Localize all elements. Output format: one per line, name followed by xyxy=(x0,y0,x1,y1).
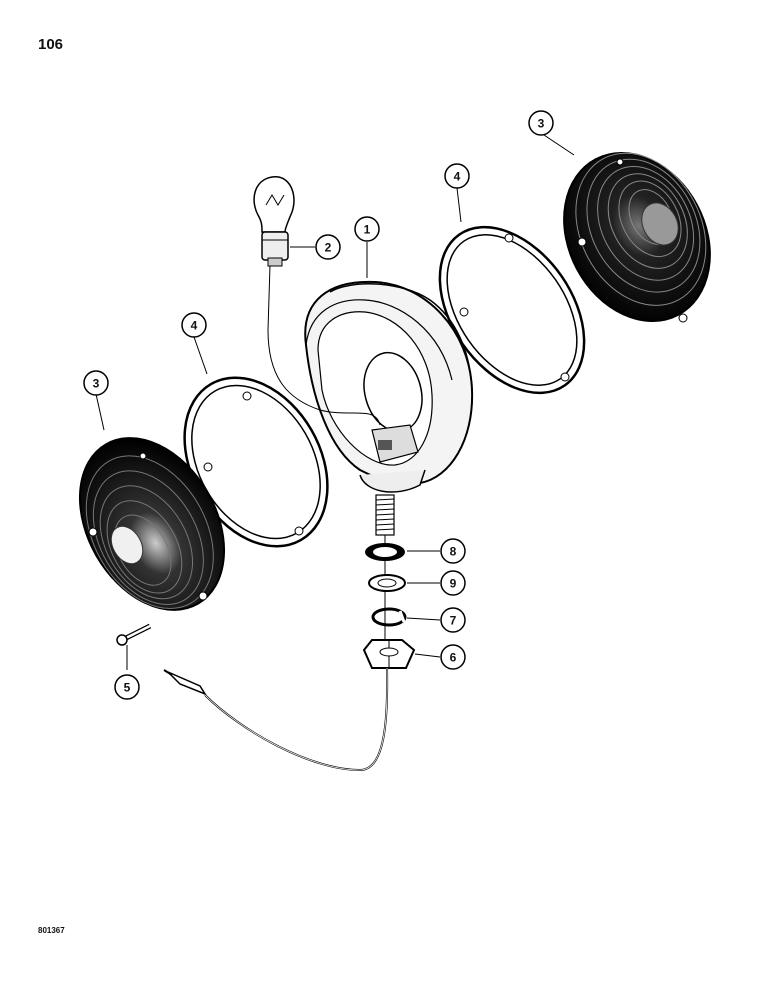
right-lens xyxy=(563,151,711,323)
callout-1: 1 xyxy=(354,216,380,242)
page-number: 106 xyxy=(38,36,64,53)
bulb xyxy=(253,176,295,267)
housing xyxy=(267,264,474,665)
washer xyxy=(368,574,406,592)
callout-3-left: 3 xyxy=(83,370,109,396)
leader-lines xyxy=(95,132,575,658)
callout-4-left: 4 xyxy=(181,312,207,338)
svg-text:3: 3 xyxy=(538,117,545,131)
svg-text:6: 6 xyxy=(450,651,457,665)
callout-9: 9 xyxy=(440,570,466,596)
callout-5: 5 xyxy=(114,674,140,700)
callout-2: 2 xyxy=(315,234,341,260)
callout-7: 7 xyxy=(440,607,466,633)
svg-text:4: 4 xyxy=(454,170,461,184)
screw xyxy=(116,623,152,670)
svg-text:5: 5 xyxy=(124,681,131,695)
figure-code: 801367 xyxy=(38,926,65,935)
callout-8: 8 xyxy=(440,538,466,564)
lock-washer xyxy=(371,607,407,627)
svg-text:2: 2 xyxy=(325,241,332,255)
callout-4-right: 4 xyxy=(444,163,470,189)
svg-text:4: 4 xyxy=(191,319,198,333)
nut xyxy=(362,639,416,669)
svg-text:1: 1 xyxy=(364,223,371,237)
wire-lead xyxy=(163,667,389,772)
svg-text:7: 7 xyxy=(450,614,457,628)
left-lens xyxy=(78,437,226,611)
svg-text:3: 3 xyxy=(93,377,100,391)
callout-3-right: 3 xyxy=(528,110,554,136)
callout-6: 6 xyxy=(440,644,466,670)
seal xyxy=(365,543,405,561)
svg-text:9: 9 xyxy=(450,577,457,591)
svg-text:8: 8 xyxy=(450,545,457,559)
